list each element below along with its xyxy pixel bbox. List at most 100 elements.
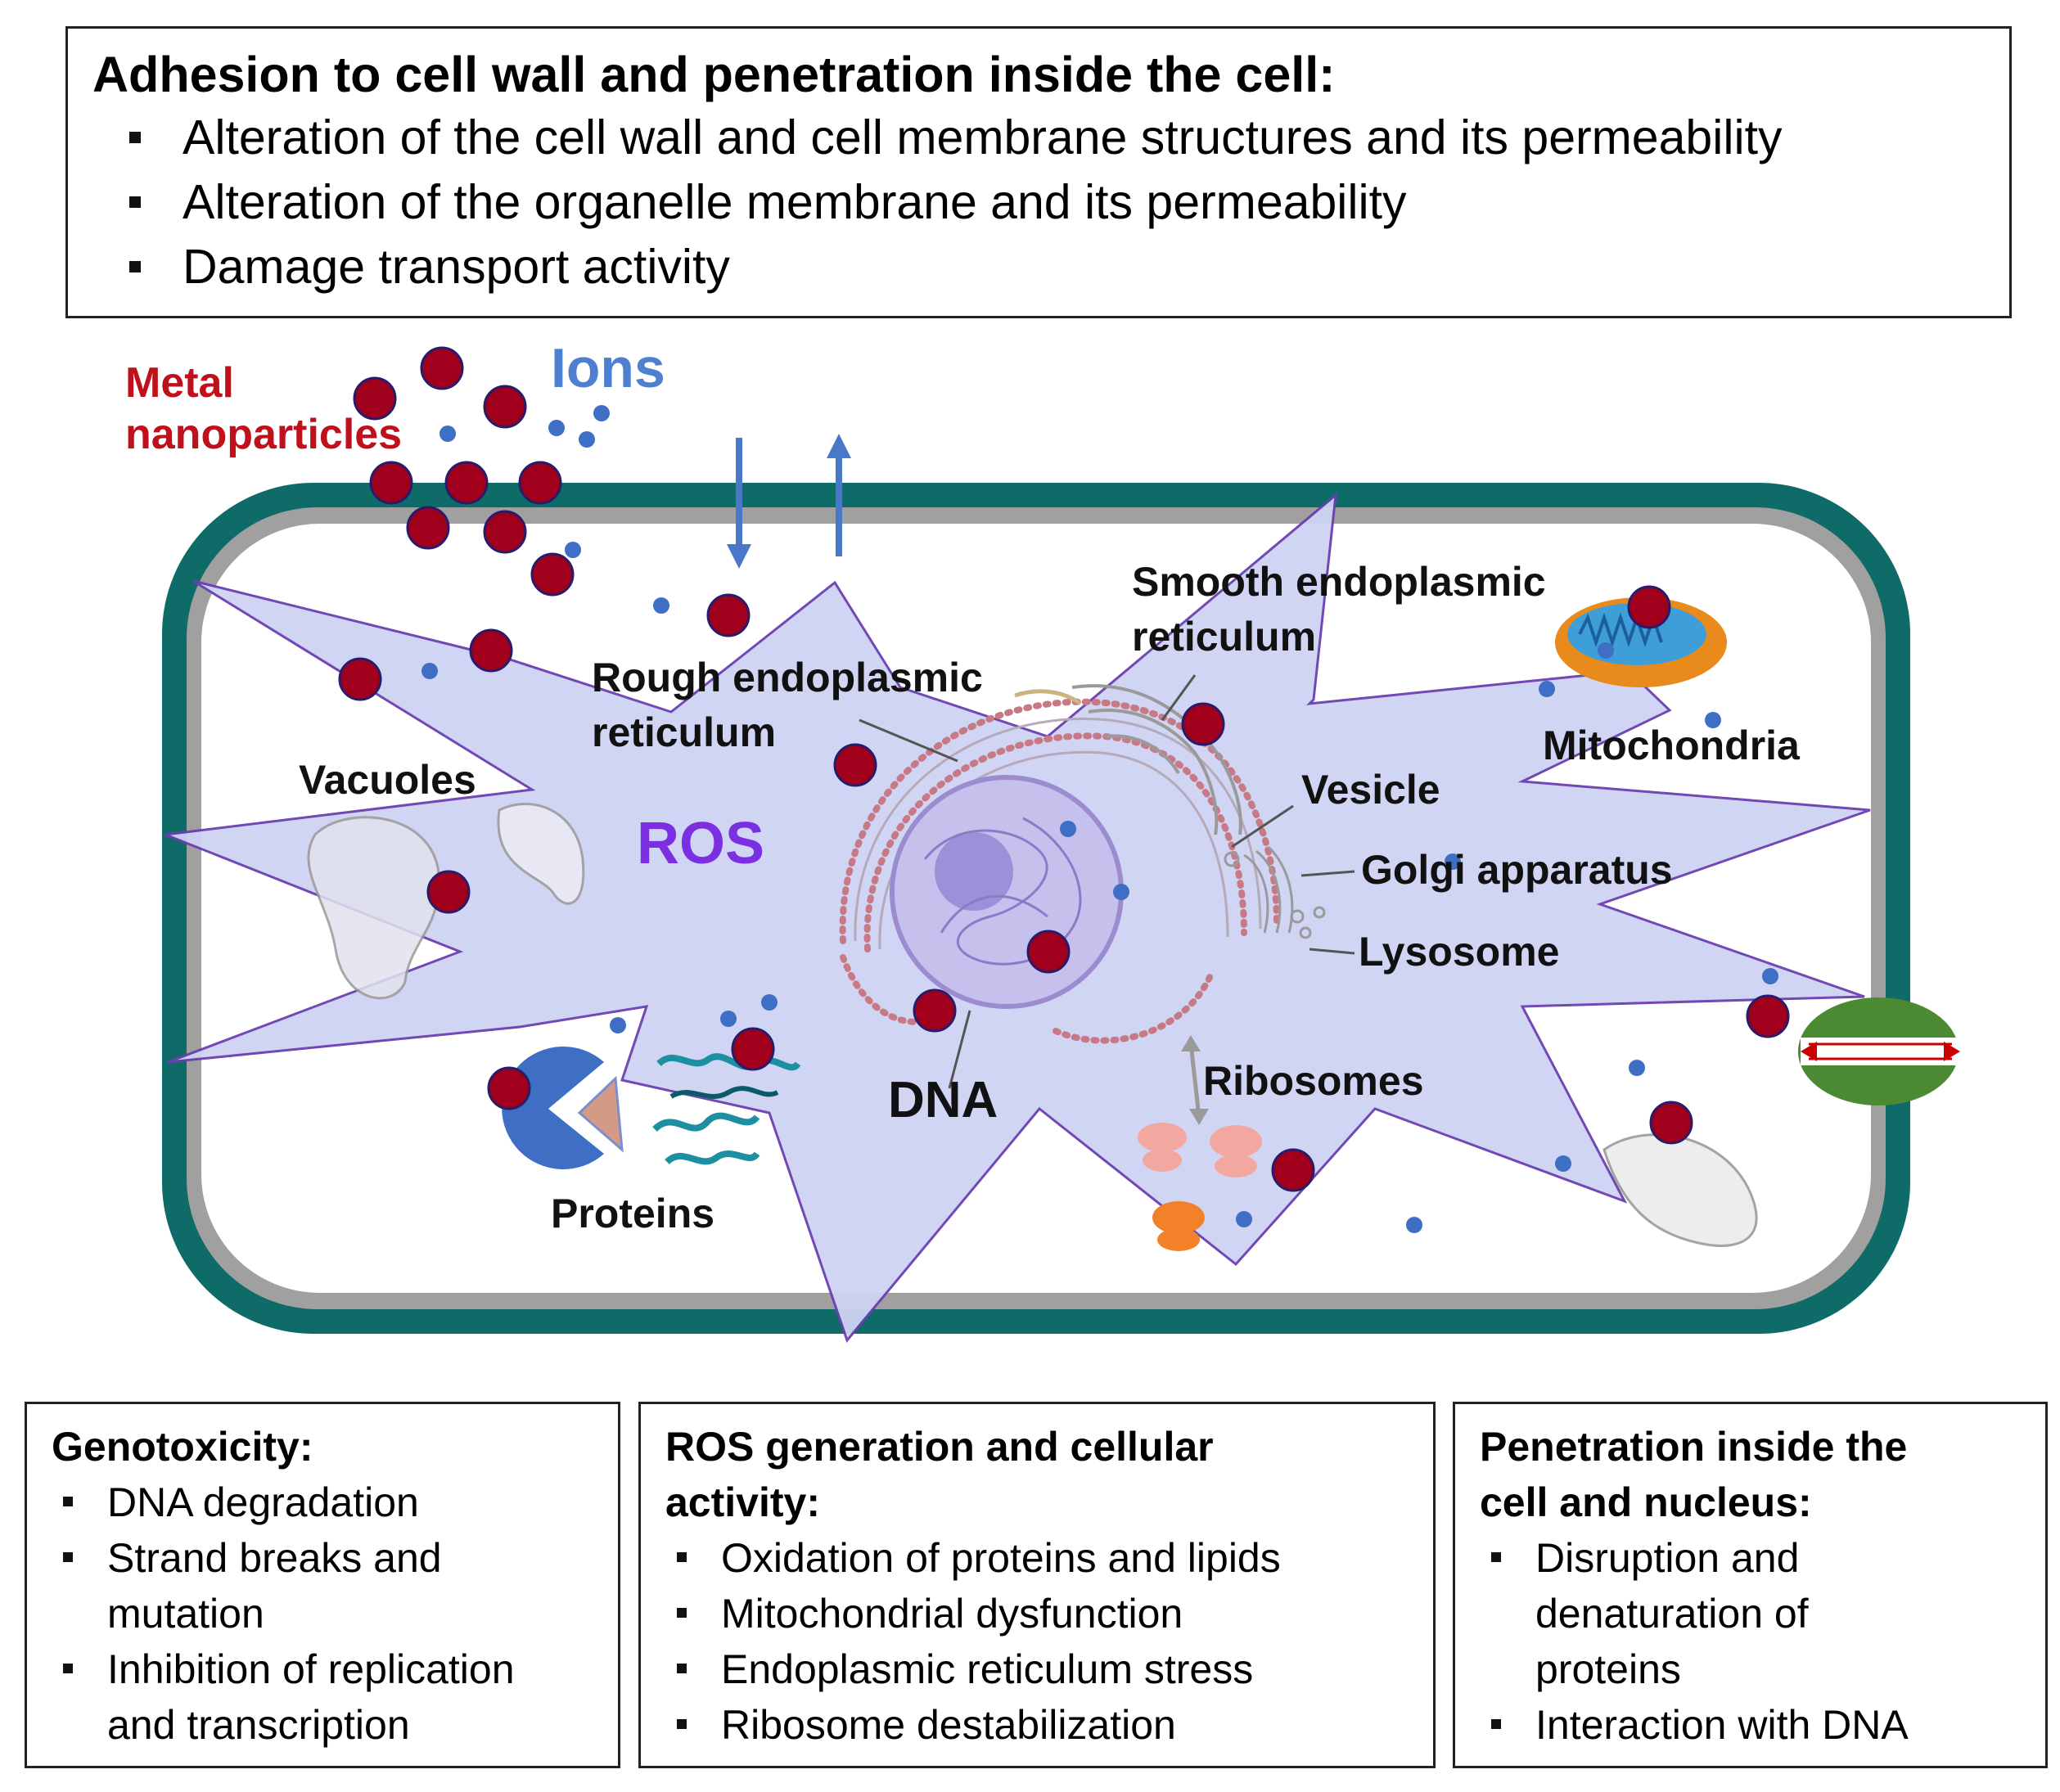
- genotoxicity-item: Strand breaks and mutation: [52, 1530, 593, 1641]
- metal-nanoparticles: [338, 346, 1790, 1192]
- title-line: activity:: [665, 1479, 820, 1525]
- lysosome-label: Lysosome: [1359, 929, 1559, 975]
- ion-dot: [1555, 1155, 1571, 1172]
- golgi-apparatus: [1224, 845, 1326, 939]
- ion-dot: [565, 542, 581, 558]
- item-line: DNA degradation: [107, 1479, 419, 1525]
- rough-er-label: reticulum: [592, 709, 776, 755]
- nucleolus: [935, 832, 1013, 911]
- vacuoles-label: Vacuoles: [299, 757, 476, 803]
- genotoxicity-list: DNA degradation Strand breaks and mutatio…: [52, 1475, 593, 1753]
- nanoparticle: [706, 593, 751, 637]
- nanoparticle: [483, 510, 527, 554]
- ion-dot: [421, 663, 438, 679]
- ros-item: Ribosome destabilization: [665, 1697, 1409, 1753]
- dna-label: DNA: [888, 1072, 998, 1128]
- nanoparticle: [1026, 930, 1071, 974]
- ros-title: ROS generation and cellular activity:: [665, 1419, 1409, 1530]
- ion-dot: [548, 420, 565, 436]
- nanoparticle: [1271, 1148, 1315, 1192]
- title-line: Penetration inside the: [1480, 1424, 1908, 1470]
- nanoparticle: [487, 1066, 531, 1110]
- item-line: Inhibition of replication: [107, 1646, 515, 1692]
- nanoparticle: [420, 346, 464, 390]
- vacuole: [307, 816, 440, 1000]
- ros-item: Mitochondrial dysfunction: [665, 1586, 1409, 1641]
- nanoparticle: [353, 376, 397, 421]
- nanoparticle: [530, 552, 575, 597]
- ion-dot: [1705, 712, 1721, 728]
- ribosomes-group: [1138, 1035, 1262, 1251]
- vesicle-label: Vesicle: [1301, 767, 1440, 813]
- adhesion-item: Damage transport activity: [92, 235, 1985, 299]
- ions-label: Ions: [551, 337, 665, 399]
- ion-dot: [1598, 642, 1614, 659]
- penetration-title: Penetration inside the cell and nucleus:: [1480, 1419, 2021, 1530]
- adhesion-list: Alteration of the cell wall and cell mem…: [92, 106, 1985, 299]
- title-line: ROS generation and cellular: [665, 1424, 1214, 1470]
- ions: [421, 405, 1778, 1233]
- ion-channel: [1798, 997, 1960, 1105]
- cell-diagram: Metal nanoparticles Ions ROS Smooth endo…: [125, 337, 1960, 1344]
- nanoparticle: [1627, 585, 1671, 629]
- ros-item: Endoplasmic reticulum stress: [665, 1641, 1409, 1697]
- ion-dot: [610, 1017, 626, 1033]
- nanoparticle: [1181, 702, 1225, 746]
- nanoparticle: [338, 657, 382, 701]
- adhesion-summary-box: Adhesion to cell wall and penetration in…: [65, 26, 2012, 318]
- ion-dot: [653, 597, 669, 614]
- nanoparticle: [406, 506, 450, 550]
- nanoparticle: [1649, 1101, 1693, 1145]
- nanoparticle: [444, 461, 489, 505]
- ros-list: Oxidation of proteins and lipids Mitocho…: [665, 1530, 1409, 1753]
- golgi-label: Golgi apparatus: [1361, 847, 1673, 893]
- leader-lines: [859, 674, 1355, 1089]
- nanoparticle: [483, 385, 527, 429]
- nanoparticle: [469, 628, 513, 673]
- genotoxicity-item: DNA degradation: [52, 1475, 593, 1530]
- item-line: Strand breaks and: [107, 1535, 442, 1581]
- nanoparticle: [426, 870, 471, 914]
- metal-label: nanoparticles: [125, 411, 402, 458]
- metal-label: Metal: [125, 359, 234, 407]
- mitochondria-label: Mitochondria: [1543, 723, 1801, 768]
- protein-enzyme: [502, 1047, 801, 1169]
- nanoparticle: [1746, 994, 1790, 1038]
- nanoparticle: [518, 461, 562, 505]
- nanoparticle: [833, 743, 877, 787]
- ion-dot: [1629, 1060, 1645, 1076]
- ion-dot: [761, 994, 778, 1011]
- ion-dot: [1060, 821, 1076, 837]
- item-line: mutation: [107, 1591, 264, 1637]
- item-line: proteins: [1535, 1646, 1681, 1692]
- item-line: Interaction with DNA: [1535, 1702, 1909, 1748]
- vacuole: [497, 803, 585, 905]
- ion-dot: [439, 425, 456, 442]
- ros-box: ROS generation and cellular activity: Oxi…: [638, 1402, 1436, 1768]
- genotoxicity-item: Inhibition of replication and transcripti…: [52, 1641, 593, 1753]
- smooth-er-label: Smooth endoplasmic: [1132, 559, 1546, 605]
- genotoxicity-box: Genotoxicity: DNA degradation Strand bre…: [25, 1402, 620, 1768]
- genotoxicity-title: Genotoxicity:: [52, 1424, 313, 1470]
- title-line: cell and nucleus:: [1480, 1479, 1812, 1525]
- rough-er-label: Rough endoplasmic: [592, 655, 983, 700]
- mitochondrion: [1555, 597, 1727, 687]
- item-line: and transcription: [107, 1702, 410, 1748]
- ion-dot: [1539, 681, 1555, 697]
- dna-chromatin: [923, 817, 1082, 966]
- ros-label: ROS: [637, 811, 764, 876]
- adhesion-item: Alteration of the organelle membrane and…: [92, 170, 1985, 235]
- adhesion-item: Alteration of the cell wall and cell mem…: [92, 106, 1985, 170]
- ion-dot: [579, 431, 595, 448]
- ion-dot: [720, 1011, 737, 1027]
- adhesion-title: Adhesion to cell wall and penetration in…: [92, 47, 1336, 102]
- ion-dot: [1762, 968, 1778, 984]
- proteins-label: Proteins: [551, 1191, 714, 1236]
- item-line: Disruption and: [1535, 1535, 1800, 1581]
- penetration-item: Interaction with DNA: [1480, 1697, 2021, 1753]
- nanoparticle: [731, 1027, 775, 1071]
- ion-dot: [1113, 884, 1129, 900]
- smooth-er-arc: [1014, 689, 1082, 706]
